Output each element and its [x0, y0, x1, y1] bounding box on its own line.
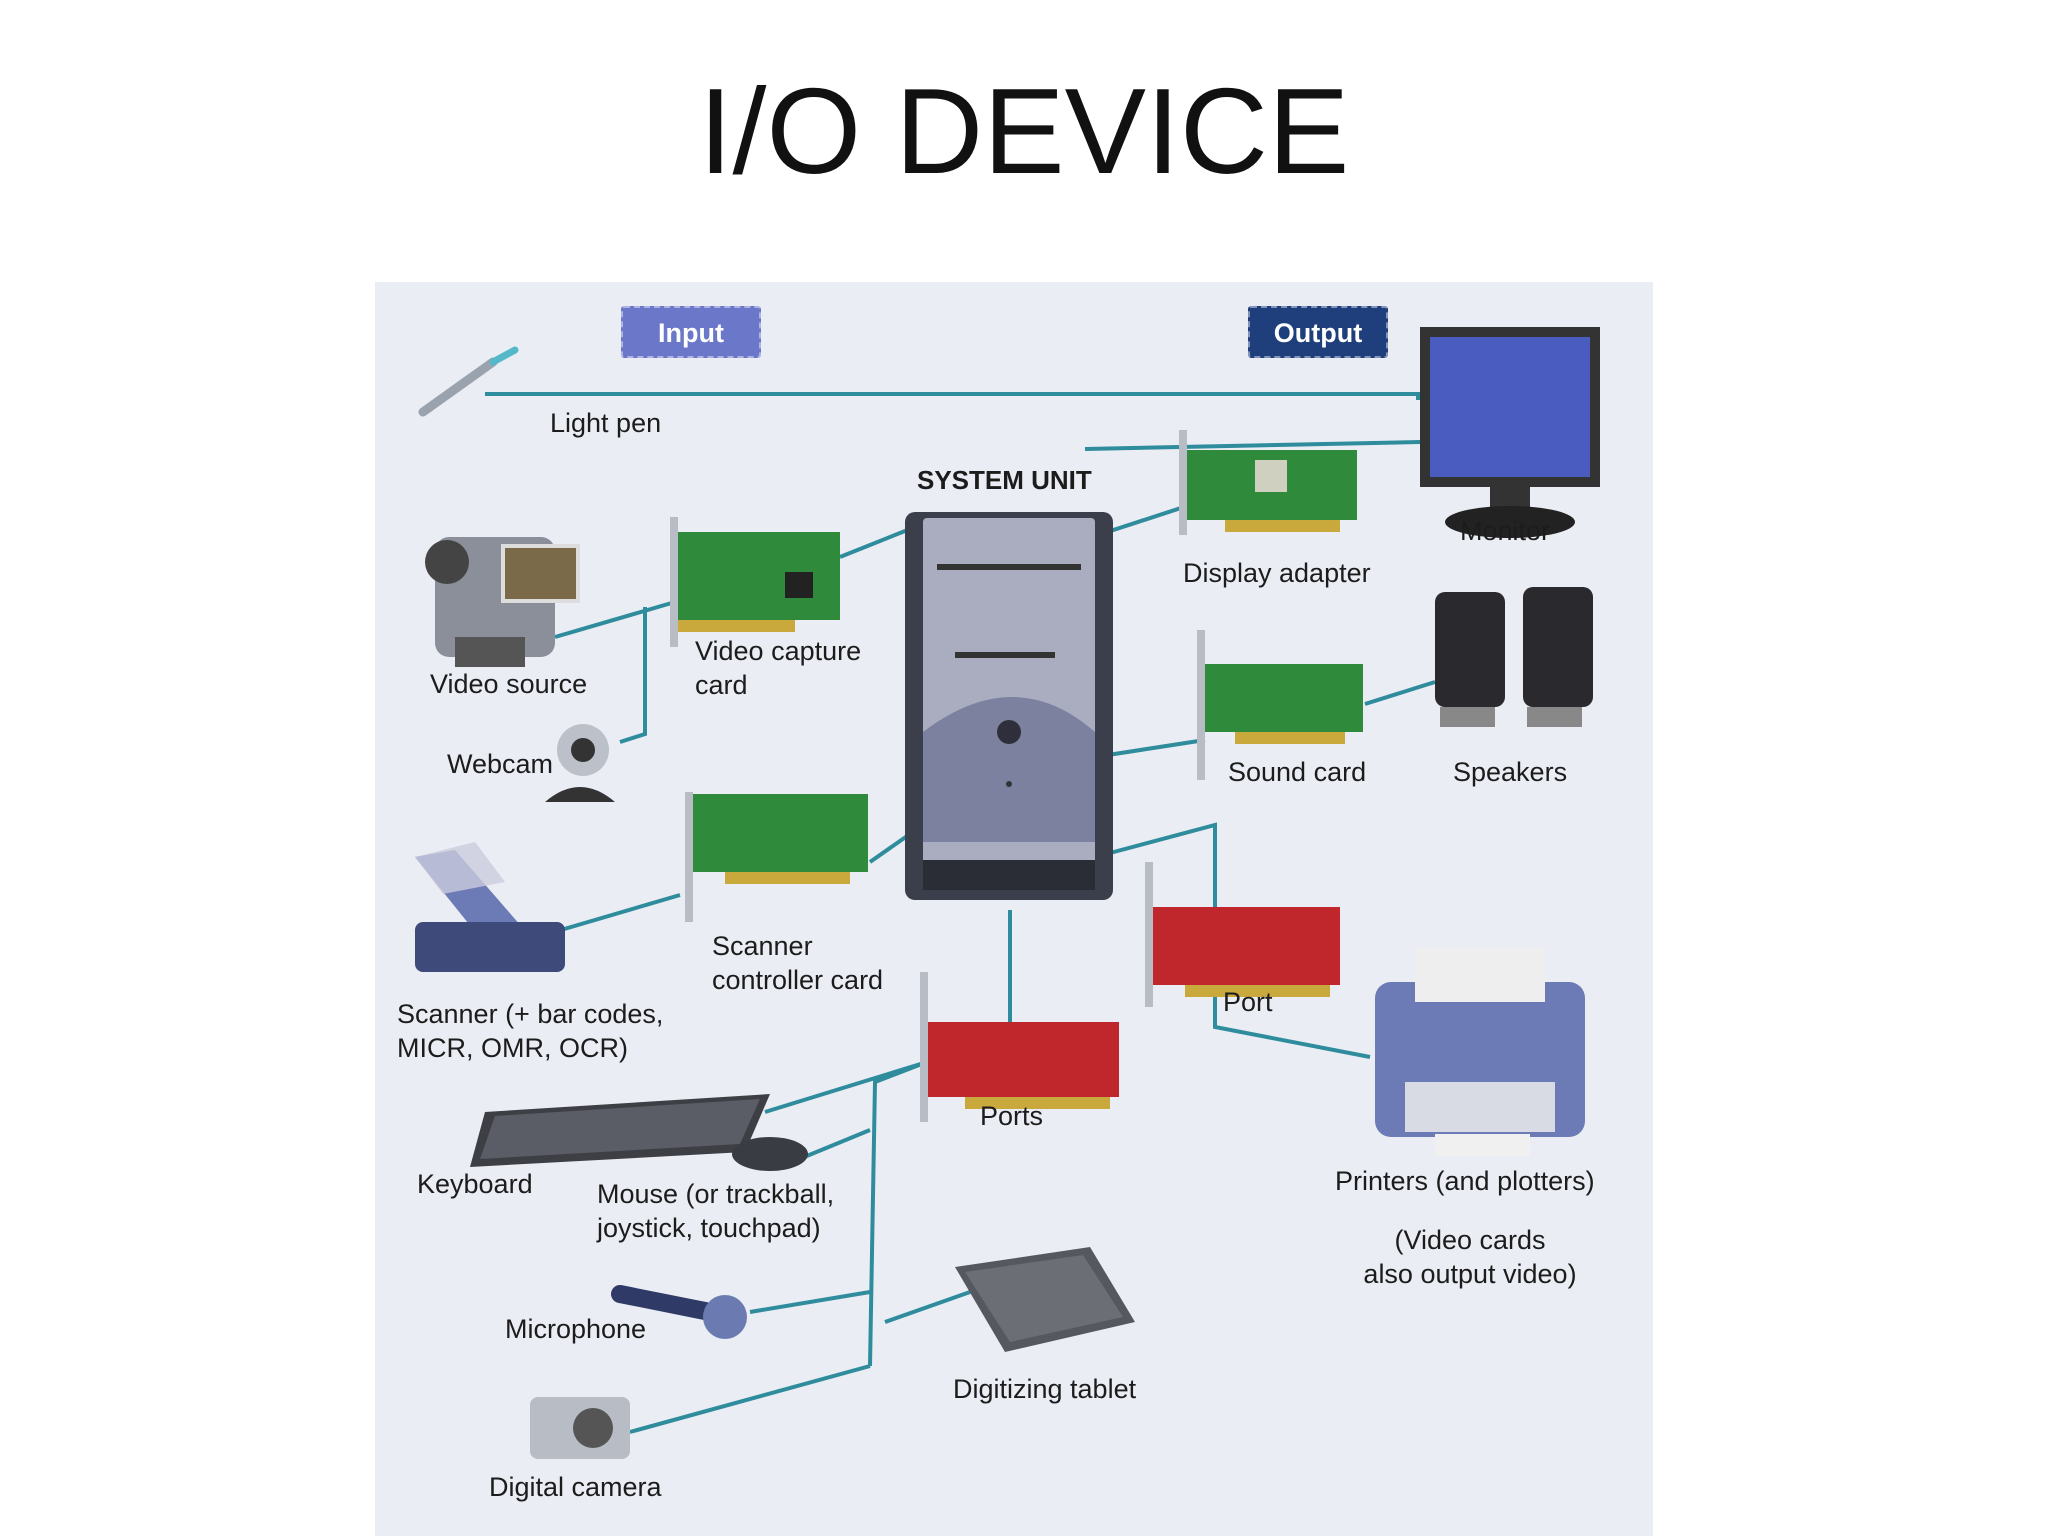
connector-mic-bus	[749, 1290, 871, 1314]
connector-videosource-capture	[554, 600, 676, 639]
scanner-label: Scanner (+ bar codes, MICR, OMR, OCR)	[397, 999, 664, 1063]
microphone-icon	[611, 1285, 747, 1339]
connector-display-monitor	[1084, 440, 1421, 451]
monitor-icon	[1420, 327, 1600, 538]
monitor-label: Monitor	[1460, 516, 1551, 546]
video-cards-note: (Video cards also output video)	[1363, 1225, 1577, 1289]
keyboard-icon	[470, 1094, 770, 1167]
connector-sound-speakers	[1364, 680, 1436, 706]
connector-camera-bus	[629, 1364, 871, 1434]
printers-label: Printers (and plotters)	[1335, 1166, 1595, 1196]
connector-lines	[485, 392, 1436, 1434]
webcam-label: Webcam	[447, 749, 554, 779]
keyboard-label: Keyboard	[417, 1169, 533, 1199]
input-legend-badge: Input	[621, 306, 761, 358]
digitizing-tablet-icon	[955, 1247, 1135, 1352]
digitizing-tablet-label: Digitizing tablet	[953, 1374, 1137, 1404]
slide-title: I/O DEVICE	[698, 63, 1350, 199]
video-source-label: Video source	[430, 669, 588, 699]
connector-lightpen-monitor	[485, 392, 1420, 400]
connector-capture-sysunit	[839, 525, 916, 559]
io-diagram-graphics	[415, 327, 1600, 1459]
ports-card-icon	[920, 972, 1119, 1122]
light-pen-label: Light pen	[550, 408, 662, 438]
connector-ports-bus	[868, 1060, 928, 1367]
connector-tablet-bus	[884, 1290, 971, 1324]
video-capture-card-label: Video capture card	[695, 636, 862, 700]
io-diagram-panel: Input Output SYSTEM UNIT Light pen Video…	[375, 282, 1653, 1536]
connector-sysunit-sound	[1094, 738, 1206, 759]
connector-webcam-capture	[619, 607, 647, 744]
microphone-label: Microphone	[505, 1314, 647, 1344]
scanner-controller-card-icon	[685, 792, 868, 922]
webcam-icon	[545, 724, 615, 802]
output-legend-badge: Output	[1248, 306, 1388, 358]
speakers-label: Speakers	[1453, 757, 1568, 787]
port-label: Port	[1223, 987, 1273, 1017]
printer-icon	[1375, 947, 1585, 1156]
connector-keyboard-bus	[764, 1060, 928, 1114]
port-card-icon	[1145, 862, 1340, 1007]
mouse-label: Mouse (or trackball, joystick, touchpad)	[597, 1179, 835, 1243]
system-unit-label: SYSTEM UNIT	[917, 465, 1092, 495]
mouse-icon	[732, 1137, 808, 1171]
digital-camera-icon	[530, 1397, 630, 1459]
video-camera-icon	[425, 537, 580, 667]
scanner-icon	[415, 842, 565, 972]
sound-card-icon	[1197, 630, 1363, 780]
video-capture-card-icon	[670, 517, 840, 647]
display-adapter-label: Display adapter	[1183, 558, 1371, 588]
sound-card-label: Sound card	[1228, 757, 1367, 787]
speakers-icon	[1435, 587, 1593, 727]
ports-label: Ports	[980, 1101, 1044, 1131]
scanner-controller-card-label: Scanner controller card	[712, 931, 884, 995]
display-adapter-icon	[1179, 430, 1357, 535]
system-unit-tower-icon	[905, 512, 1113, 900]
light-pen-icon	[418, 346, 519, 417]
digital-camera-label: Digital camera	[489, 1472, 662, 1502]
